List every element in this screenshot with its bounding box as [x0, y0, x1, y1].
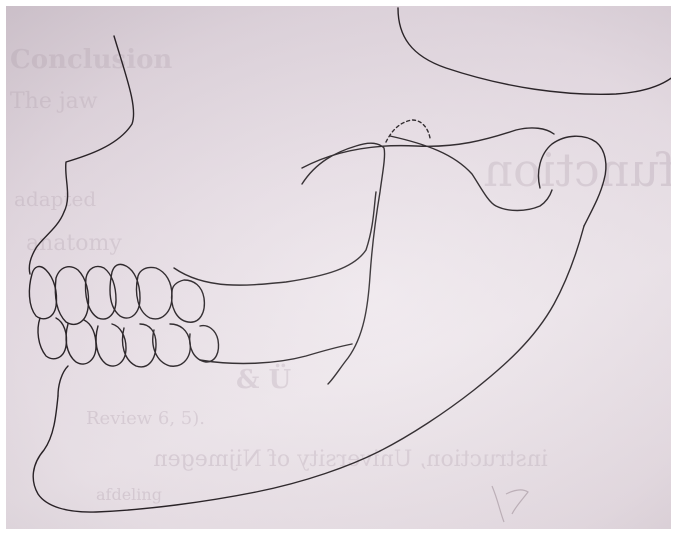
lower-premolar-1 [96, 324, 126, 366]
upper-premolar-2 [110, 264, 140, 318]
lower-molar-2 [190, 326, 219, 362]
lower-canine [66, 320, 96, 364]
diagram-canvas: Conclusion The jaw function adapted anat… [6, 6, 671, 529]
upper-molar-2 [172, 280, 205, 322]
bleed-through-author: & Ü [236, 363, 292, 395]
cranium-outline [398, 8, 671, 94]
upper-molar-1 [137, 267, 173, 318]
bleed-through-line: adapted [14, 187, 96, 211]
upper-canine [55, 267, 88, 325]
bleed-through-text: Conclusion The jaw function adapted anat… [10, 45, 671, 504]
bleed-through-line: anatomy [26, 231, 122, 256]
bleed-through-ref: Review 6, 5). [86, 408, 205, 429]
paper-page: Conclusion The jaw function adapted anat… [6, 6, 671, 529]
bleed-through-small: afdeling [96, 485, 162, 504]
lower-premolar-2 [123, 324, 157, 367]
pencil-mark [492, 486, 528, 522]
coronoid-line [302, 143, 385, 384]
bleed-through-heading: Conclusion [10, 45, 172, 75]
bleed-through-function: function [483, 143, 671, 197]
bleed-through-affiliation: instruction, University of Nijmegen [153, 447, 548, 472]
mandible-drawing [29, 8, 671, 512]
maxilla-line [174, 192, 376, 285]
upper-incisor [29, 267, 56, 319]
lower-molar-1 [153, 324, 191, 366]
chin-line [58, 366, 68, 396]
coronoid-dashed [386, 120, 430, 142]
lower-incisor [38, 318, 67, 359]
mandible-body-line [200, 344, 352, 363]
bleed-through-line: The jaw [10, 89, 98, 114]
